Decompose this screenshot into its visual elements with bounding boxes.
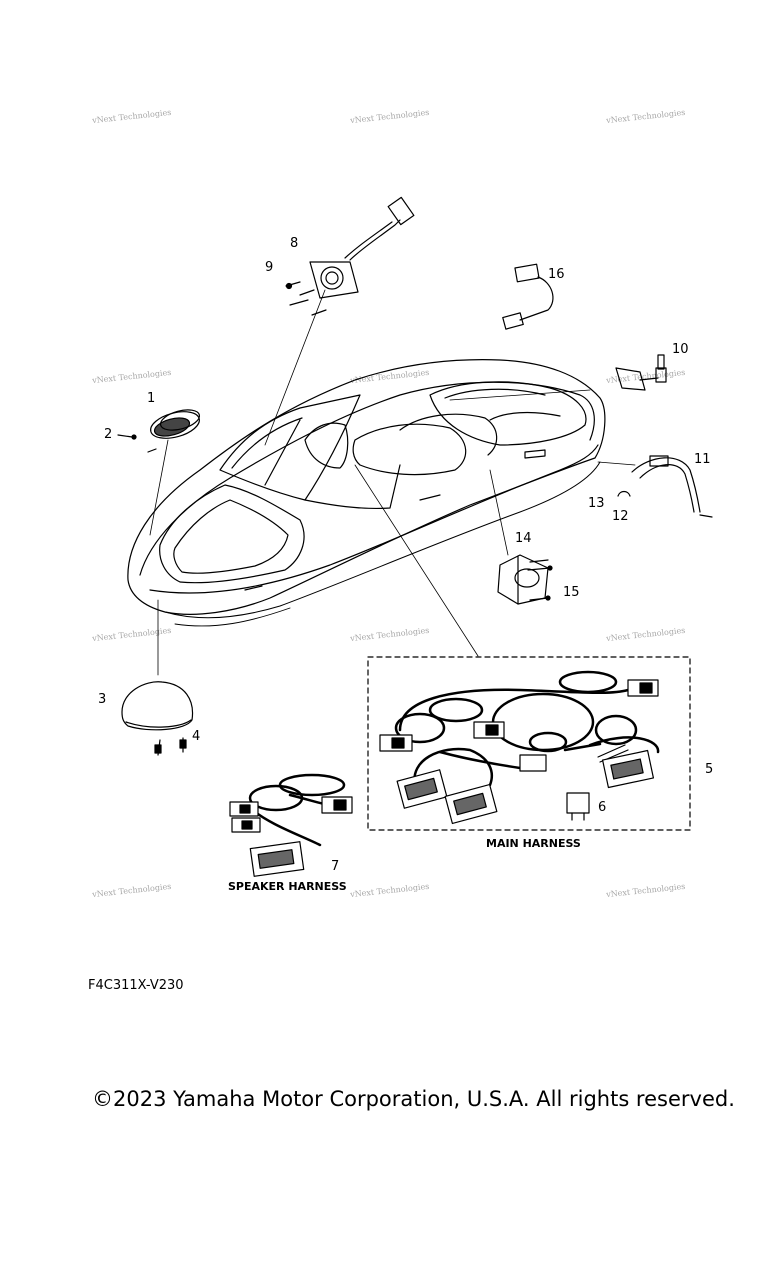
callout-15: 15 (563, 585, 580, 600)
copyright-notice: ©2023 Yamaha Motor Corporation, U.S.A. A… (92, 1087, 735, 1111)
part-gauge (285, 196, 415, 316)
callout-13: 13 (588, 496, 605, 511)
part-speaker-harness (229, 773, 353, 877)
callout-1: 1 (147, 391, 155, 406)
speaker-harness-caption: SPEAKER HARNESS (228, 880, 347, 893)
callout-7: 7 (331, 859, 339, 874)
main-harness-caption: MAIN HARNESS (486, 837, 581, 850)
part-sensor (502, 263, 554, 330)
callout-11: 11 (694, 452, 711, 467)
callout-2: 2 (104, 427, 112, 442)
main-harness-box (367, 656, 691, 831)
part-speaker (117, 409, 201, 453)
callout-5: 5 (705, 762, 713, 777)
callout-labels: 1 2 3 4 5 6 7 8 9 10 11 12 13 14 15 16 M… (98, 236, 713, 893)
part-main-harness (379, 670, 660, 825)
boat-hull (127, 359, 606, 627)
callout-12: 12 (612, 509, 629, 524)
callout-4: 4 (192, 729, 200, 744)
diagram-code: F4C311X-V230 (88, 978, 184, 993)
callout-16: 16 (548, 267, 565, 282)
callout-3: 3 (98, 692, 106, 707)
callout-9: 9 (265, 260, 273, 275)
part-cover (121, 681, 194, 756)
callout-8: 8 (290, 236, 298, 251)
part-module (497, 554, 553, 605)
callout-14: 14 (515, 531, 532, 546)
part-switch (615, 354, 667, 391)
part-bracket (617, 455, 713, 518)
leader-lines (149, 289, 636, 676)
callout-6: 6 (598, 800, 606, 815)
callout-10: 10 (672, 342, 689, 357)
